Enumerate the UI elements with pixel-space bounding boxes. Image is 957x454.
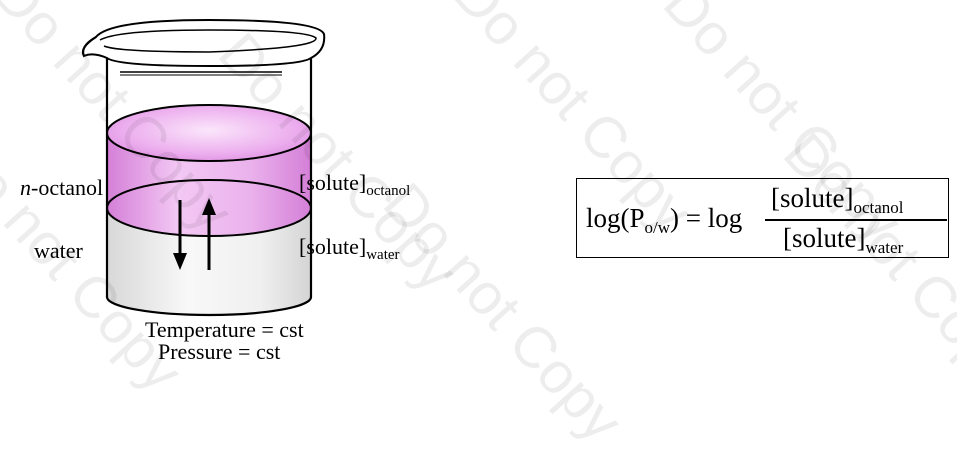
equation-lhs: log(Po/w) = log [586,203,743,237]
solute-octanol-main: [solute] [299,170,367,195]
arrow-down-head [173,253,187,270]
pressure-label: Pressure = cst [158,339,281,364]
beaker-rim-inner [99,29,317,53]
octanol-phase [107,133,311,236]
octanol-label: n-octanol [20,177,103,199]
beaker-rim [82,18,326,68]
fraction-bar [765,219,947,221]
equation-equals-log: ) = log [670,203,743,233]
solute-water-main: [solute] [299,234,367,259]
numerator-solute: [solute] [771,183,854,213]
octanol-prefix: n [20,175,31,200]
numerator-octanol: octanol [853,198,904,217]
equation-numerator: [solute]octanol [771,183,904,217]
beaker-illustration [81,18,326,317]
beaker-bottom [105,296,313,317]
denominator-water: water [865,238,904,257]
temperature-label: Temperature = cst [145,317,304,342]
beaker-spout [81,36,97,57]
equation-denominator: [solute]water [783,223,904,257]
equation-o-w: o/w [644,218,671,237]
denominator-solute: [solute] [783,223,866,253]
arrow-up-head [202,198,216,215]
water-label: water [34,238,83,263]
solute-octanol-label: [solute]octanol [299,172,410,199]
octanol-suffix: -octanol [31,175,104,200]
solute-water-label: [solute]water [299,236,400,263]
solute-water-sub: water [366,247,400,263]
partition-equation-box: log(Po/w) = log [solute]octanol [solute]… [576,178,949,258]
solute-octanol-sub: octanol [366,183,411,199]
octanol-surface [106,104,312,162]
equation-log-p: log(P [586,203,645,233]
